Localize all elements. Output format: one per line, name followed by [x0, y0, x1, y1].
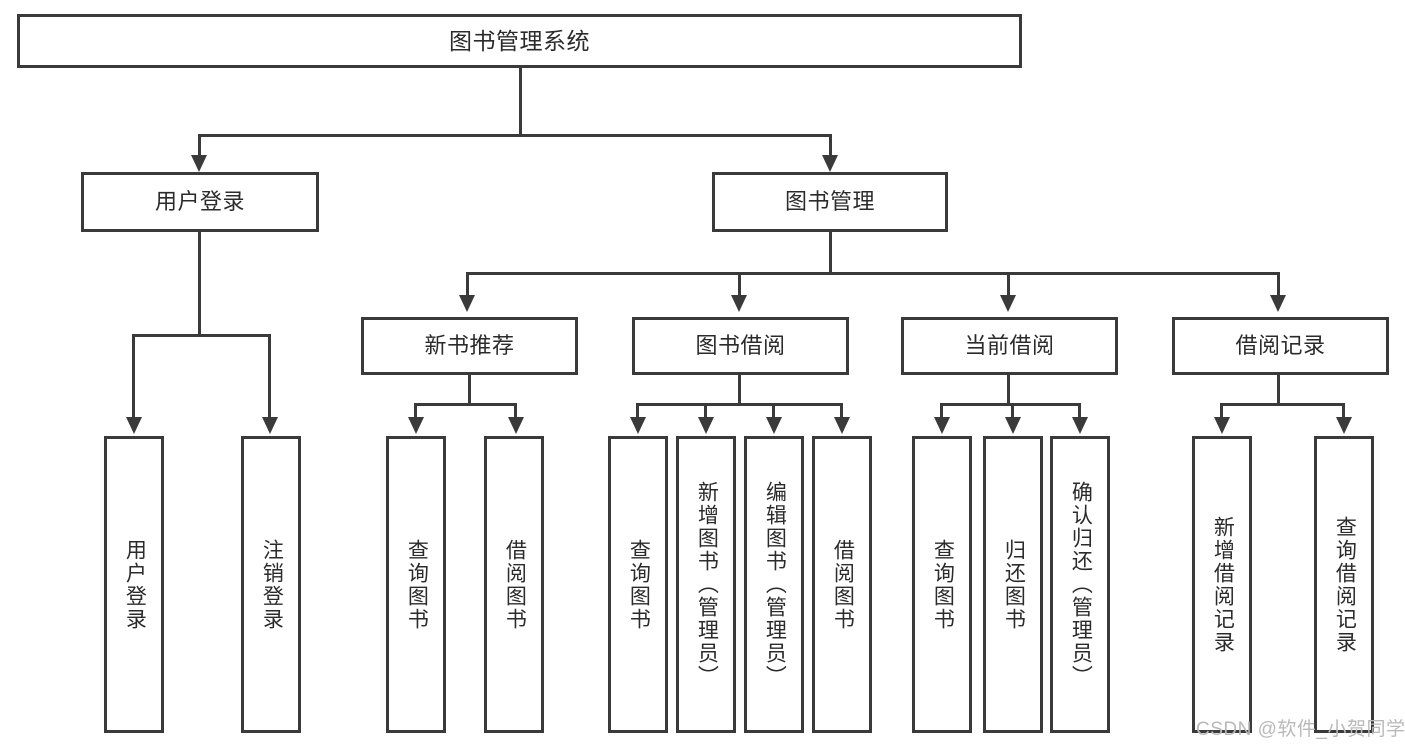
leaf-query-borrowing-record[interactable]: 查询借阅记录 [1314, 436, 1374, 733]
arrow-current-to-leaf3 [1072, 417, 1088, 434]
leaf-label: 借阅图书 [831, 538, 855, 631]
node-new-book-recommendation[interactable]: 新书推荐 [361, 317, 578, 375]
leaf-return-books[interactable]: 归还图书 [983, 436, 1043, 733]
connector-current-to-leaf1 [940, 403, 943, 418]
node-label: 新书推荐 [424, 333, 515, 359]
arrow-newbook-to-leaf1 [408, 417, 424, 434]
arrow-current-to-leaf1 [934, 417, 950, 434]
node-borrowing-records[interactable]: 借阅记录 [1172, 317, 1389, 375]
connector-newbook-to-leaf2 [514, 403, 517, 418]
connector-newbook-to-leaf1 [414, 403, 417, 418]
node-book-management[interactable]: 图书管理 [712, 172, 948, 232]
connector-login-bar [132, 334, 271, 337]
connector-current-stem [1007, 375, 1010, 406]
leaf-borrow-books[interactable]: 借阅图书 [812, 436, 872, 733]
node-label: 图书借阅 [695, 333, 786, 359]
connector-root-stem [519, 68, 522, 136]
connector-root-bar [198, 134, 832, 137]
arrow-login-to-leaf2 [262, 417, 278, 434]
connector-borrow-bar [636, 403, 843, 406]
arrow-login-to-leaf1 [126, 417, 142, 434]
leaf-borrow-books-newbook[interactable]: 借阅图书 [484, 436, 544, 733]
connector-current-to-leaf3 [1078, 403, 1081, 418]
connector-bookmgmt-to-l3-2 [738, 272, 741, 297]
connector-bookmgmt-to-l3-1 [466, 272, 469, 297]
connector-bookmgmt-to-l3-4 [1277, 272, 1280, 297]
connector-newbook-stem [468, 375, 471, 406]
leaf-add-borrowing-record[interactable]: 新增借阅记录 [1192, 436, 1252, 733]
leaf-confirm-return-admin[interactable]: 确认归还（管理员） [1050, 436, 1110, 733]
leaf-label: 查询图书 [931, 538, 955, 631]
leaf-label: 新增图书（管理员） [695, 481, 719, 688]
connector-borrow-to-leaf4 [840, 403, 843, 418]
node-label: 当前借阅 [964, 333, 1055, 359]
connector-login-to-leaf2 [268, 334, 271, 419]
arrow-bookmgmt-to-l3-4 [1270, 295, 1286, 312]
leaf-label: 借阅图书 [503, 538, 527, 631]
leaf-label: 注销登录 [260, 538, 284, 631]
connector-borrow-stem [738, 375, 741, 406]
arrow-records-to-leaf1 [1214, 417, 1230, 434]
connector-records-to-leaf1 [1220, 403, 1223, 418]
arrow-root-to-bookmgmt [822, 155, 838, 172]
leaf-logout[interactable]: 注销登录 [241, 436, 301, 733]
leaf-label: 归还图书 [1002, 538, 1026, 631]
leaf-label: 查询图书 [627, 538, 651, 631]
leaf-add-book-admin[interactable]: 新增图书（管理员） [676, 436, 736, 733]
leaf-query-books-newbook[interactable]: 查询图书 [386, 436, 446, 733]
connector-root-to-bookmgmt [829, 134, 832, 158]
leaf-query-books-borrowing[interactable]: 查询图书 [608, 436, 668, 733]
arrow-bookmgmt-to-l3-1 [459, 295, 475, 312]
leaf-label: 用户登录 [123, 538, 147, 631]
leaf-label: 查询图书 [405, 538, 429, 631]
connector-bookmgmt-bar [466, 272, 1280, 275]
arrow-borrow-to-leaf4 [834, 417, 850, 434]
leaf-label: 确认归还（管理员） [1069, 481, 1093, 688]
arrow-borrow-to-leaf2 [698, 417, 714, 434]
connector-borrow-to-leaf1 [636, 403, 639, 418]
connector-login-to-leaf1 [132, 334, 135, 419]
connector-newbook-bar [414, 403, 517, 406]
node-label: 用户登录 [154, 189, 245, 215]
connector-records-stem [1277, 375, 1280, 406]
connector-root-to-login [198, 134, 201, 158]
arrow-records-to-leaf2 [1336, 417, 1352, 434]
node-label: 图书管理 [784, 189, 875, 215]
connector-current-to-leaf2 [1011, 403, 1014, 418]
leaf-label: 编辑图书（管理员） [763, 481, 787, 688]
leaf-user-login[interactable]: 用户登录 [104, 436, 164, 733]
node-label: 借阅记录 [1235, 333, 1326, 359]
connector-borrow-to-leaf3 [772, 403, 775, 418]
leaf-query-books-current[interactable]: 查询图书 [912, 436, 972, 733]
leaf-label: 查询借阅记录 [1333, 515, 1357, 654]
connector-bookmgmt-to-l3-3 [1007, 272, 1010, 297]
arrow-borrow-to-leaf3 [766, 417, 782, 434]
arrow-bookmgmt-to-l3-3 [1000, 295, 1016, 312]
connector-records-to-leaf2 [1342, 403, 1345, 418]
arrow-bookmgmt-to-l3-2 [731, 295, 747, 312]
connector-current-bar [940, 403, 1081, 406]
arrow-current-to-leaf2 [1005, 417, 1021, 434]
connector-login-stem [198, 232, 201, 336]
leaf-label: 新增借阅记录 [1211, 515, 1235, 654]
node-book-management-system[interactable]: 图书管理系统 [17, 14, 1022, 68]
node-current-borrowing[interactable]: 当前借阅 [901, 317, 1118, 375]
node-label: 图书管理系统 [449, 27, 590, 54]
connector-borrow-to-leaf2 [704, 403, 707, 418]
arrow-borrow-to-leaf1 [630, 417, 646, 434]
connector-records-bar [1220, 403, 1345, 406]
arrow-root-to-login [191, 155, 207, 172]
connector-bookmgmt-stem [829, 232, 832, 275]
arrow-newbook-to-leaf2 [508, 417, 524, 434]
node-user-login[interactable]: 用户登录 [81, 172, 319, 232]
node-book-borrowing[interactable]: 图书借阅 [632, 317, 849, 375]
leaf-edit-book-admin[interactable]: 编辑图书（管理员） [744, 436, 804, 733]
